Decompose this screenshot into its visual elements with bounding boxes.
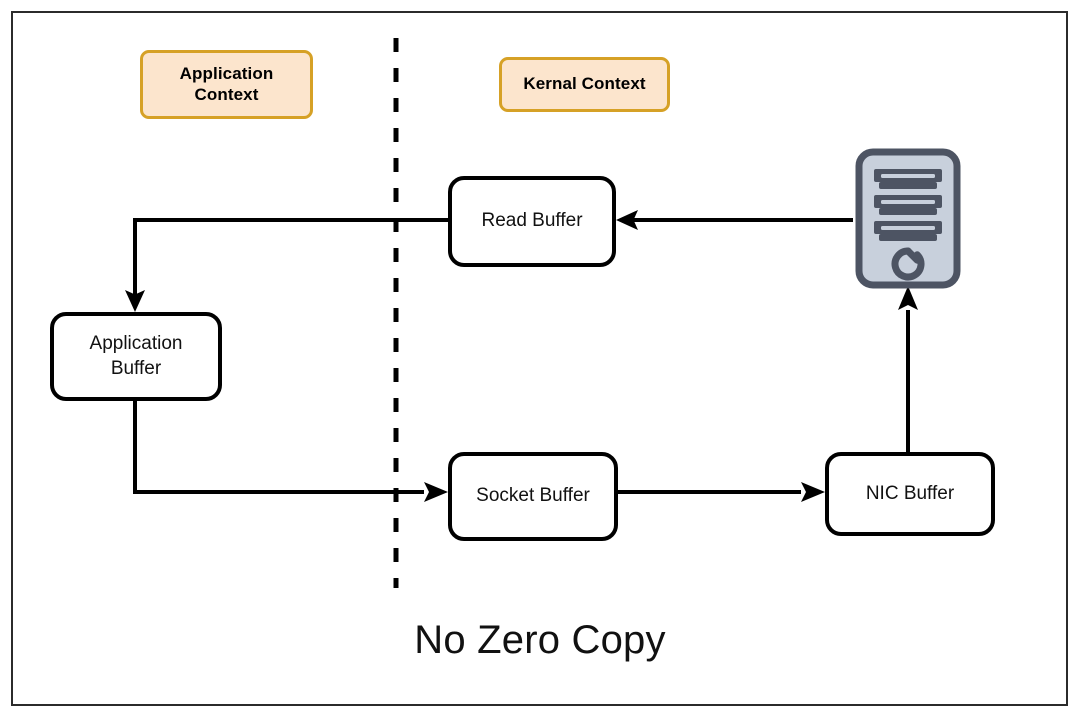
server-power-icon bbox=[891, 247, 925, 281]
arrowhead-read-buffer-to-application-buffer bbox=[125, 290, 145, 312]
arrowhead-socket-buffer-to-nic-buffer bbox=[801, 482, 825, 502]
server-bay-2 bbox=[874, 195, 942, 215]
edge-read-buffer-to-application-buffer bbox=[133, 218, 448, 300]
arrowhead-nic-buffer-to-server bbox=[898, 286, 918, 310]
node-read-buffer-label: Read Buffer bbox=[481, 210, 583, 232]
node-application-buffer-label: Application Buffer bbox=[89, 332, 183, 379]
context-label-application: Application Context bbox=[140, 50, 313, 119]
arrowhead-server-to-read-buffer bbox=[616, 210, 638, 230]
server-icon[interactable] bbox=[855, 148, 961, 289]
arrowhead-application-buffer-to-socket-buffer bbox=[424, 482, 448, 502]
node-socket-buffer[interactable]: Socket Buffer bbox=[448, 452, 618, 541]
server-bay-1 bbox=[874, 169, 942, 189]
context-label-kernal: Kernal Context bbox=[499, 57, 670, 112]
page-title: No Zero Copy bbox=[414, 618, 666, 662]
server-bay-3 bbox=[874, 221, 942, 241]
context-label-kernal-text: Kernal Context bbox=[523, 74, 646, 94]
context-label-application-text: Application Context bbox=[179, 63, 274, 104]
node-nic-buffer[interactable]: NIC Buffer bbox=[825, 452, 995, 536]
node-read-buffer[interactable]: Read Buffer bbox=[448, 176, 616, 267]
node-nic-buffer-label: NIC Buffer bbox=[865, 482, 955, 504]
node-application-buffer[interactable]: Application Buffer bbox=[50, 312, 222, 401]
node-socket-buffer-label: Socket Buffer bbox=[476, 485, 590, 507]
edge-application-buffer-to-socket-buffer bbox=[133, 401, 424, 494]
